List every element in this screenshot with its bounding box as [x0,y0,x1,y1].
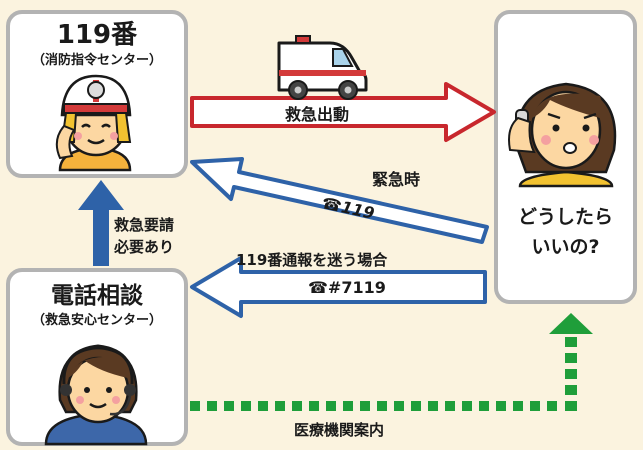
caller-text-line1: どうしたら [517,206,613,228]
referral-arrow [190,313,593,411]
emergency-119-subtitle: （消防指令センター） [31,53,162,68]
request-label-line1: 救急要請 [114,216,175,234]
unsure-arrow [190,256,487,318]
dispatch-arrow [190,82,496,142]
referral-label: 医療機関案内 [294,421,385,439]
emergency-arrow [190,157,489,244]
consult-center-title: 電話相談 [51,283,143,309]
unsure-number: ☎#7119 [308,278,386,297]
caller-icon [508,82,617,188]
firefighter-icon [55,74,132,172]
operator-icon [44,344,148,446]
consult-center-subtitle: （救急安心センター） [31,313,162,328]
emergency-label: 緊急時 [372,170,421,189]
ambulance-icon [277,35,368,100]
emergency-119-title: 119番 [56,20,138,50]
unsure-label: 119番通報を迷う場合 [236,251,388,269]
dispatch-label: 救急出動 [284,105,349,124]
request-arrow [78,180,124,266]
caller-text-line2: いいの? [531,236,600,258]
request-label-line2: 必要あり [114,238,175,256]
